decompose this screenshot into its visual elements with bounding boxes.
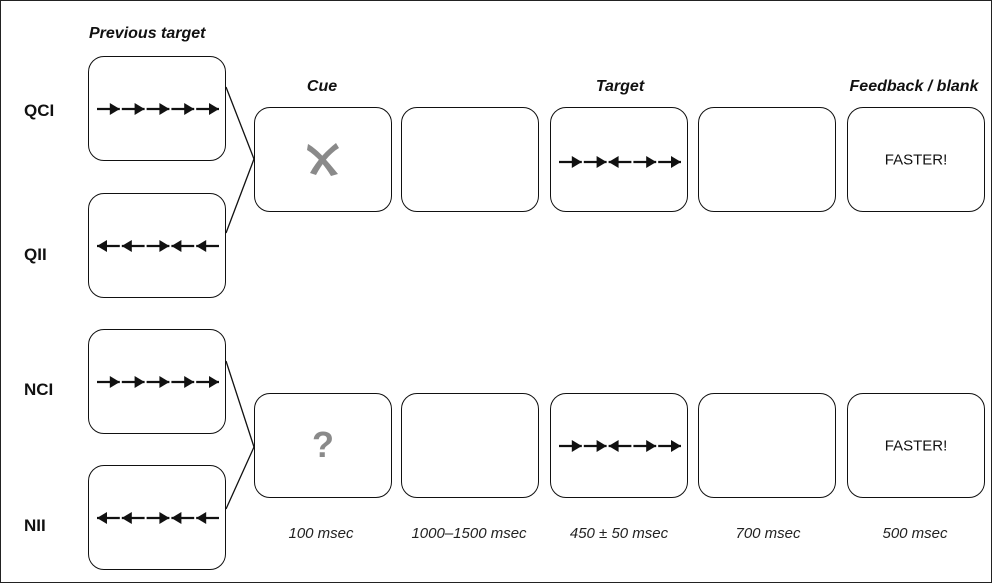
left-arrow-icon — [171, 240, 195, 252]
right-arrow-icon — [171, 376, 195, 388]
left-arrow-icon — [121, 512, 145, 524]
right-arrow-icon — [559, 440, 582, 452]
header-previous-target: Previous target — [89, 25, 206, 42]
right-arrow-icon — [633, 440, 657, 452]
header-cue: Cue — [306, 78, 338, 95]
right-arrow-icon — [121, 376, 145, 388]
right-arrow-icon — [97, 376, 120, 388]
cue-box-neutral: ? — [254, 393, 392, 498]
blank-box-response-interval — [698, 393, 836, 498]
left-arrow-icon — [196, 512, 219, 524]
left-arrow-icon — [97, 240, 120, 252]
feedback-text: FASTER! — [884, 437, 948, 454]
condition-label-nii: NII — [24, 516, 46, 535]
previous-target-box-nii — [88, 465, 226, 570]
timing-cue: 100 msec — [288, 525, 354, 542]
previous-target-box-qii — [88, 193, 226, 298]
previous-target-box-nci — [88, 329, 226, 434]
left-arrow-icon — [608, 440, 632, 452]
question-cue-icon: ? — [312, 423, 334, 465]
blank-box-cue-target-interval — [401, 393, 539, 498]
left-arrow-icon — [171, 512, 195, 524]
flanker-arrows-incongruent — [97, 512, 219, 524]
flanker-arrows-target — [559, 440, 681, 452]
flanker-arrows-incongruent — [97, 240, 219, 252]
feedback-text: FASTER! — [884, 151, 948, 168]
right-arrow-icon — [196, 103, 219, 115]
feedback-box: FASTER! — [847, 107, 985, 212]
condition-label-nci: NCI — [24, 380, 54, 399]
condition-label-qci: QCI — [24, 101, 55, 120]
right-arrow-icon — [559, 156, 582, 168]
right-arrow-icon — [121, 103, 145, 115]
right-arrow-icon — [196, 376, 219, 388]
cue-box-quality — [254, 107, 392, 212]
right-arrow-icon — [171, 103, 195, 115]
right-arrow-icon — [146, 376, 170, 388]
flanker-arrows-congruent — [97, 376, 219, 388]
right-arrow-icon — [583, 156, 607, 168]
header-target: Target — [595, 78, 645, 95]
right-arrow-icon — [146, 103, 170, 115]
timing-feedback: 500 msec — [882, 525, 948, 542]
feedback-box: FASTER! — [847, 393, 985, 498]
timing-interval: 1000–1500 msec — [411, 525, 527, 542]
x-cue-icon — [307, 143, 339, 176]
right-arrow-icon — [146, 512, 170, 524]
flanker-arrows-congruent — [97, 103, 219, 115]
left-arrow-icon — [196, 240, 219, 252]
timing-response: 700 msec — [735, 525, 801, 542]
blank-box-cue-target-interval — [401, 107, 539, 212]
target-box — [550, 107, 688, 212]
blank-box-response-interval — [698, 107, 836, 212]
right-arrow-icon — [146, 240, 170, 252]
timing-target: 450 ± 50 msec — [569, 525, 669, 542]
right-arrow-icon — [633, 156, 657, 168]
header-feedback: Feedback / blank — [849, 78, 979, 95]
condition-label-qii: QII — [24, 245, 47, 264]
right-arrow-icon — [658, 156, 681, 168]
previous-target-box-qci — [88, 56, 226, 161]
flanker-arrows-target — [559, 156, 681, 168]
right-arrow-icon — [658, 440, 681, 452]
right-arrow-icon — [97, 103, 120, 115]
left-arrow-icon — [121, 240, 145, 252]
left-arrow-icon — [608, 156, 632, 168]
left-arrow-icon — [97, 512, 120, 524]
right-arrow-icon — [583, 440, 607, 452]
target-box — [550, 393, 688, 498]
